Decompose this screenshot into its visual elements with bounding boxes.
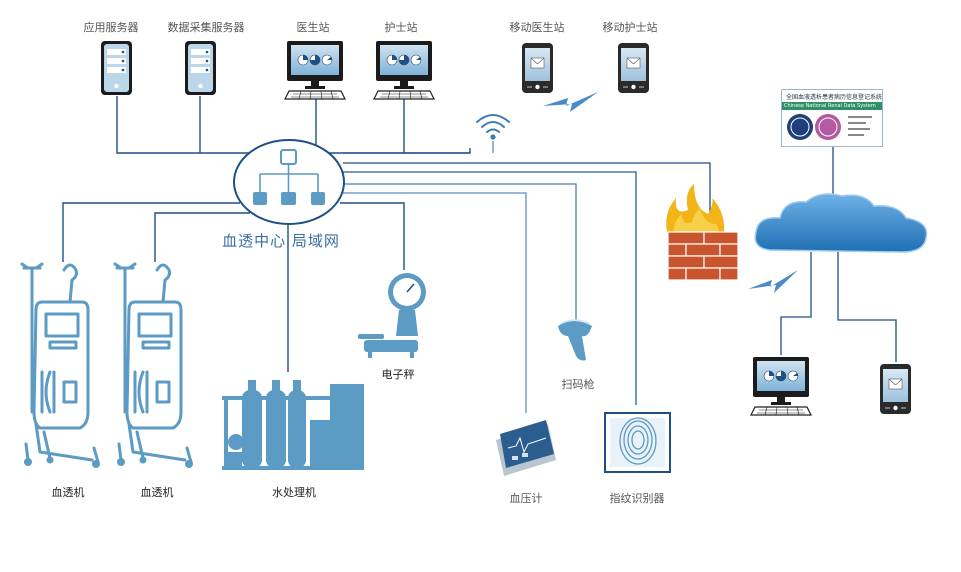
label-scanner: 扫码枪 xyxy=(561,378,595,391)
wifi-icon xyxy=(476,114,510,140)
label-lan: 血透中心 局域网 xyxy=(222,232,340,250)
label-mobile-doctor: 移动医生站 xyxy=(509,21,565,34)
label-data-server: 数据采集服务器 xyxy=(167,21,245,34)
label-fingerprint: 指纹识别器 xyxy=(609,492,665,505)
label-app-server: 应用服务器 xyxy=(83,21,139,34)
label-doctor-station: 医生站 xyxy=(296,21,330,34)
remote-mobile-icon xyxy=(879,363,912,415)
registry-subtitle: Chinese National Renal Data System xyxy=(782,102,882,110)
link-firewall xyxy=(343,162,711,213)
mobile-doctor-icon xyxy=(521,42,554,94)
dialysis-machine-2-icon xyxy=(113,262,195,470)
label-dialysis-1: 血透机 xyxy=(51,486,85,499)
nurse-station-icon xyxy=(373,40,435,100)
mobile-nurse-icon xyxy=(617,42,650,94)
label-dialysis-2: 血透机 xyxy=(140,486,174,499)
label-bp-meter: 血压计 xyxy=(509,492,543,505)
label-mobile-nurse: 移动护士站 xyxy=(602,21,658,34)
fingerprint-reader-icon xyxy=(604,412,671,473)
link-dialysis-1 xyxy=(62,202,240,262)
link-dialysis-2 xyxy=(154,212,250,262)
registry-title: 全国血液透析患者病历信息登记系统 xyxy=(786,94,882,101)
dialysis-machine-1-icon xyxy=(20,262,102,470)
doctor-station-icon xyxy=(284,40,346,100)
remote-monitor-icon xyxy=(750,356,812,416)
lan-hub xyxy=(233,139,345,225)
label-scale: 电子秤 xyxy=(381,368,415,381)
electronic-scale-icon xyxy=(358,273,426,358)
link-bp xyxy=(343,192,527,413)
barcode-scanner-icon xyxy=(558,319,592,361)
blood-pressure-meter-icon xyxy=(496,420,556,476)
firewall-icon xyxy=(666,184,739,281)
wireless-bolt-icon-2 xyxy=(748,270,798,293)
link-scale xyxy=(340,202,405,270)
app-server-icon xyxy=(101,41,132,95)
internet-cloud-icon xyxy=(754,193,928,253)
water-treatment-icon xyxy=(222,380,364,470)
data-server-icon xyxy=(185,41,216,95)
registry-system-banner: 全国血液透析患者病历信息登记系统 Chinese National Renal … xyxy=(781,89,883,147)
label-nurse-station: 护士站 xyxy=(384,21,418,34)
link-fingerprint xyxy=(343,171,637,405)
label-water-treatment: 水处理机 xyxy=(272,486,316,499)
wireless-bolt-icon xyxy=(543,92,598,112)
lan-right-links xyxy=(343,141,711,413)
cloud-links xyxy=(780,146,897,362)
link-scanner xyxy=(343,183,577,320)
registry-seals xyxy=(787,114,872,140)
